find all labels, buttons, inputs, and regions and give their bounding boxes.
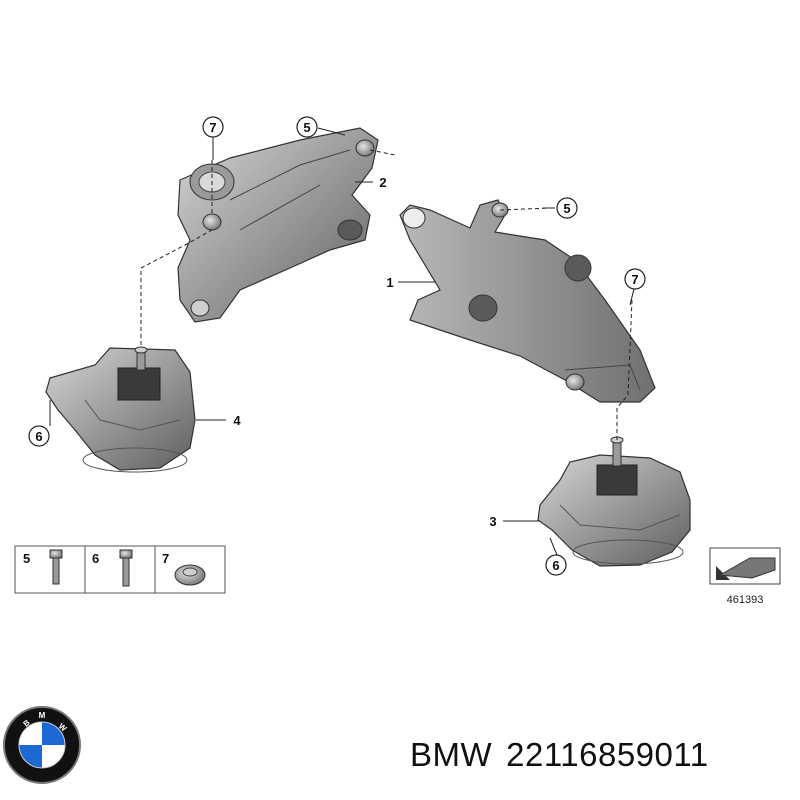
- callout-7-top-left: 7: [209, 120, 216, 135]
- callout-3: 3: [489, 514, 496, 529]
- engine-bracket-right: [399, 199, 656, 403]
- fastener-legend: 5 6 7: [14, 545, 226, 594]
- callout-1: 1: [386, 275, 393, 290]
- engine-mount-left: [45, 346, 196, 473]
- callout-circle-6: [28, 425, 50, 447]
- callout-circle-5: [296, 116, 318, 138]
- bolt-5-icon: [49, 549, 63, 585]
- part-number: 22116859011: [506, 736, 709, 773]
- callout-circle-7: [202, 116, 224, 138]
- legend-label-5: 5: [23, 551, 30, 566]
- svg-text:W: W: [57, 722, 69, 734]
- callout-6-left: 6: [35, 429, 42, 444]
- leader-lines: [49, 127, 635, 556]
- callout-5-top-left: 5: [303, 120, 310, 135]
- diagram-reference-number: 461393: [727, 594, 764, 606]
- callout-4: 4: [233, 413, 241, 428]
- legend-label-6: 6: [92, 551, 99, 566]
- nut-7-icon: [174, 564, 206, 586]
- brand-name: BMW: [410, 736, 493, 773]
- bmw-logo: B M W: [3, 706, 81, 784]
- engine-bracket-left: [177, 127, 379, 323]
- callout-circle-7b: [624, 268, 646, 290]
- svg-text:B: B: [22, 718, 32, 729]
- callout-7-right: 7: [631, 272, 638, 287]
- legend-label-7: 7: [162, 551, 169, 566]
- svg-text:M: M: [39, 711, 46, 720]
- callout-2: 2: [379, 175, 386, 190]
- callout-labels: 7 5 2 5 1 7 4 6 3 6: [28, 116, 646, 576]
- callout-6-right: 6: [552, 558, 559, 573]
- engine-mount-right: [537, 436, 691, 567]
- bolt-6-icon: [119, 549, 133, 587]
- diagram-reference-symbol: 461393: [709, 547, 781, 606]
- callout-circle-5b: [556, 197, 578, 219]
- callout-circle-6b: [545, 554, 567, 576]
- part-caption: BMW 22116859011: [410, 736, 790, 774]
- assembly-guide-lines: [140, 149, 633, 440]
- callout-5-top-right: 5: [563, 201, 570, 216]
